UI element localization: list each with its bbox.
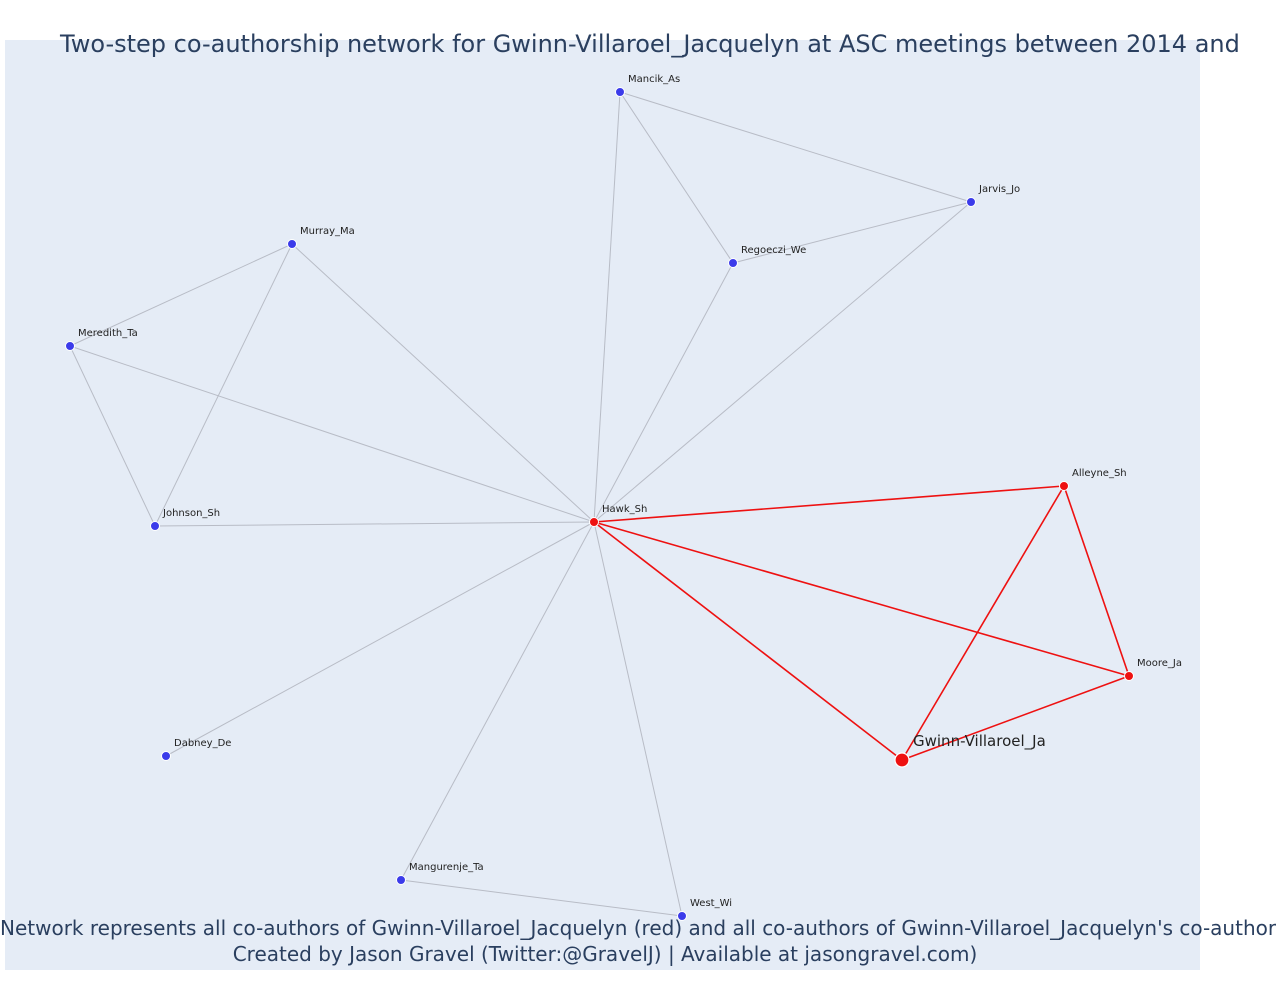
edge-Moore_Ja-Gwinn-Villaroel_Ja — [901, 675, 1130, 761]
node-layer — [65, 87, 1134, 921]
edge-Murray_Ma-Meredith_Ta — [69, 243, 293, 347]
edge-Alleyne_Sh-Moore_Ja — [1063, 485, 1130, 677]
node-label-Alleyne_Sh: Alleyne_Sh — [1072, 468, 1127, 479]
node-Mancik_As[interactable] — [615, 87, 625, 97]
edge-Regoeczi_We-Hawk_Sh — [593, 262, 734, 523]
edge-Meredith_Ta-Hawk_Sh — [69, 345, 595, 523]
node-Johnson_Sh[interactable] — [150, 521, 160, 531]
node-West_Wi[interactable] — [677, 911, 687, 921]
node-Jarvis_Jo[interactable] — [966, 197, 976, 207]
edge-Hawk_Sh-Alleyne_Sh — [593, 485, 1065, 523]
edge-Jarvis_Jo-Hawk_Sh — [593, 201, 972, 523]
node-Hawk_Sh[interactable] — [589, 517, 599, 527]
chart-title: Two-step co-authorship network for Gwinn… — [60, 30, 1240, 58]
edge-Mancik_As-Hawk_Sh — [593, 91, 621, 523]
node-Moore_Ja[interactable] — [1124, 671, 1134, 681]
node-Dabney_De[interactable] — [161, 751, 171, 761]
node-label-Johnson_Sh: Johnson_Sh — [162, 508, 220, 519]
edge-Meredith_Ta-Johnson_Sh — [69, 345, 156, 527]
edge-Hawk_Sh-Gwinn-Villaroel_Ja — [593, 521, 903, 761]
node-label-Murray_Ma: Murray_Ma — [300, 226, 355, 237]
node-label-Dabney_De: Dabney_De — [174, 738, 231, 749]
node-Meredith_Ta[interactable] — [65, 341, 75, 351]
edge-Johnson_Sh-Hawk_Sh — [154, 521, 595, 527]
edge-Hawk_Sh-Moore_Ja — [593, 521, 1130, 677]
node-label-Meredith_Ta: Meredith_Ta — [78, 328, 138, 339]
node-label-Gwinn-Villaroel_Ja: Gwinn-Villaroel_Ja — [913, 732, 1046, 751]
node-Mangurenje_Ta[interactable] — [396, 875, 406, 885]
edge-Regoeczi_We-Jarvis_Jo — [732, 201, 972, 264]
node-Gwinn-Villaroel_Ja[interactable] — [894, 752, 910, 768]
footer-line-1: Network represents all co-authors of Gwi… — [0, 916, 1276, 940]
node-Regoeczi_We[interactable] — [728, 258, 738, 268]
footer-caption: Network represents all co-authors of Gwi… — [0, 915, 1276, 967]
node-label-Moore_Ja: Moore_Ja — [1137, 658, 1182, 669]
node-Alleyne_Sh[interactable] — [1059, 481, 1069, 491]
edge-Murray_Ma-Hawk_Sh — [291, 243, 595, 523]
edge-West_Wi-Hawk_Sh — [593, 521, 683, 917]
footer-line-2: Created by Jason Gravel (Twitter:@Gravel… — [232, 942, 978, 966]
node-label-Jarvis_Jo: Jarvis_Jo — [978, 184, 1020, 195]
edge-Murray_Ma-Johnson_Sh — [154, 243, 293, 527]
edge-layer — [69, 91, 1130, 917]
edge-Mancik_As-Jarvis_Jo — [619, 91, 972, 203]
plot-area — [5, 40, 1200, 970]
edge-Mancik_As-Regoeczi_We — [619, 91, 734, 264]
edge-Mangurenje_Ta-Hawk_Sh — [400, 521, 595, 881]
node-label-Mancik_As: Mancik_As — [628, 74, 680, 85]
node-Murray_Ma[interactable] — [287, 239, 297, 249]
node-label-Hawk_Sh: Hawk_Sh — [602, 504, 647, 515]
node-label-Mangurenje_Ta: Mangurenje_Ta — [409, 862, 484, 873]
node-label-Regoeczi_We: Regoeczi_We — [741, 245, 806, 256]
edge-Alleyne_Sh-Gwinn-Villaroel_Ja — [901, 485, 1065, 761]
node-label-West_Wi: West_Wi — [690, 898, 732, 909]
edge-Dabney_De-Hawk_Sh — [165, 521, 595, 757]
edge-Mangurenje_Ta-West_Wi — [400, 879, 683, 917]
